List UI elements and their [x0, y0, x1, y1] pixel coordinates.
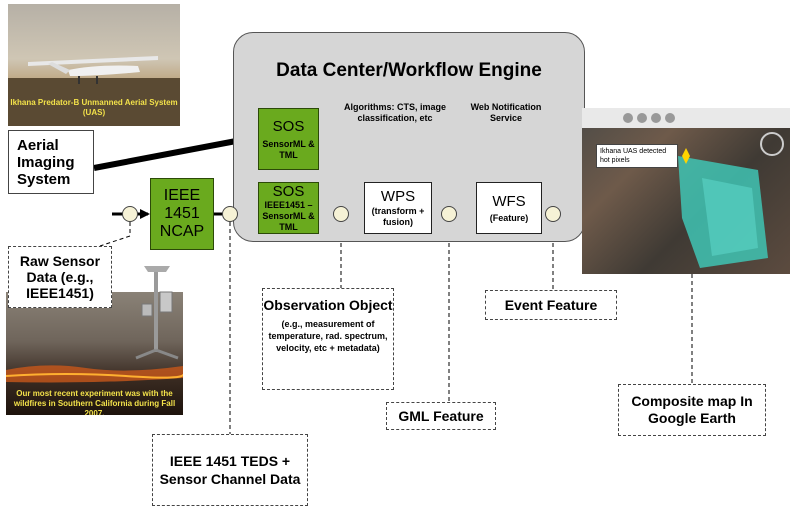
wfs-node: WFS (Feature) [476, 182, 542, 234]
wfs-subtitle: (Feature) [489, 212, 529, 223]
sos-bottom-title: SOS [272, 183, 305, 200]
web-notification-text: Web Notification Service [470, 102, 542, 123]
event-feature-text: Event Feature [504, 297, 598, 313]
uas-caption: Ikhana Predator-B Unmanned Aerial System… [10, 98, 178, 117]
raw-sensor-label: Raw Sensor Data (e.g., IEEE1451) [8, 246, 112, 308]
algorithms-document: Algorithms: CTS, image classification, e… [343, 98, 447, 148]
map-callout: Ikhana UAS detected hot pixels [596, 144, 678, 168]
connector-event [545, 206, 561, 222]
observation-label: Observation Object (e.g., measurement of… [262, 288, 394, 390]
composite-map-label: Composite map In Google Earth [618, 384, 766, 436]
teds-text: IEEE 1451 TEDS + Sensor Channel Data [159, 453, 301, 487]
map-overlay-icon [582, 108, 790, 268]
ieee1451-ncap-node: IEEE 1451 NCAP [150, 178, 214, 250]
composite-map-text: Composite map In Google Earth [631, 393, 753, 426]
wildfire-photo: Our most recent experiment was with the … [6, 292, 183, 415]
google-earth-map: Ikhana UAS detected hot pixels [582, 108, 790, 274]
aerial-imaging-text: Aerial Imaging System [17, 136, 75, 188]
sos-top-subtitle: SensorML & TML [262, 138, 315, 160]
ncap-line-1: IEEE [163, 187, 201, 204]
ncap-line-3: NCAP [159, 223, 205, 240]
event-feature-label: Event Feature [485, 290, 617, 320]
teds-label: IEEE 1451 TEDS + Sensor Channel Data [152, 434, 308, 506]
gml-feature-text: GML Feature [398, 408, 484, 424]
ncap-line-2: 1451 [164, 205, 200, 222]
weather-station-icon [135, 266, 179, 360]
aerial-flow-line [93, 134, 254, 171]
sos-node-bottom: SOS IEEE1451 – SensorML & TML [258, 182, 319, 234]
sos-top-title: SOS [272, 117, 305, 135]
uas-photo: Ikhana Predator-B Unmanned Aerial System… [8, 4, 180, 126]
sos-node-top: SOS SensorML & TML [258, 108, 319, 170]
observation-title: Observation Object [263, 297, 393, 313]
callout-raw [99, 222, 131, 247]
wps-title: WPS [380, 188, 416, 205]
engine-title: Data Center/Workflow Engine [276, 60, 542, 81]
map-callout-text: Ikhana UAS detected hot pixels [600, 148, 667, 164]
wps-subtitle: (transform + fusion) [371, 206, 425, 227]
fire-glow-icon [6, 365, 183, 383]
aerial-imaging-label: Aerial Imaging System [8, 130, 94, 194]
connector-gml [441, 206, 457, 222]
observation-detail: (e.g., measurement of temperature, rad. … [268, 319, 388, 353]
uas-aircraft-icon [8, 56, 180, 126]
fire-caption: Our most recent experiment was with the … [13, 389, 176, 415]
algorithms-text: Algorithms: CTS, image classification, e… [343, 102, 446, 123]
wps-node: WPS (transform + fusion) [364, 182, 432, 234]
sos-bottom-subtitle: IEEE1451 – SensorML & TML [262, 200, 315, 232]
connector-observation [333, 206, 349, 222]
gml-feature-label: GML Feature [386, 402, 496, 430]
raw-sensor-text: Raw Sensor Data (e.g., IEEE1451) [19, 253, 101, 301]
wfs-title: WFS [492, 192, 526, 210]
web-notification-document: Web Notification Service [468, 98, 544, 146]
connector-teds [222, 206, 238, 222]
connector-raw [122, 206, 138, 222]
